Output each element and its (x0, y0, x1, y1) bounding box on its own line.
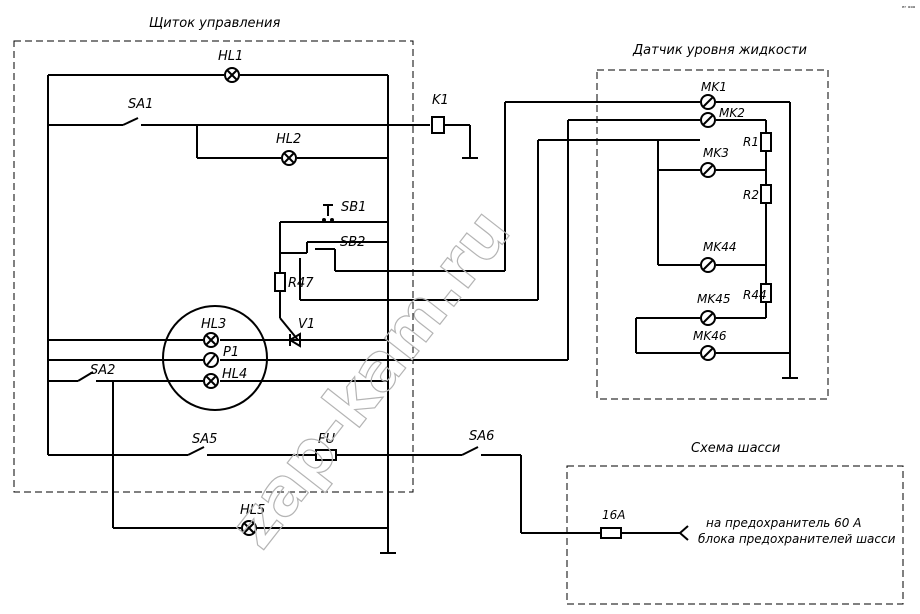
label-r44: R44 (743, 288, 767, 302)
label-sa1: SA1 (128, 97, 153, 112)
fuse-fu (315, 449, 337, 461)
chassis-box (566, 465, 904, 605)
lamp-hl5 (241, 520, 257, 536)
level-sensor-wiring (635, 101, 798, 379)
diode-v1 (288, 332, 301, 348)
label-hl4: HL4 (222, 367, 247, 382)
control-panel-box (13, 40, 414, 493)
label-mk3: MK3 (703, 146, 729, 160)
control-panel-title: Щиток управления (149, 16, 281, 31)
lamp-hl3 (203, 332, 219, 348)
resistor-r47 (274, 272, 286, 292)
lamp-hl2 (281, 150, 297, 166)
chassis-note-line2: блока предохранителей шасси (698, 532, 896, 546)
chassis-note-line1: на предохранитель 60 А (706, 516, 861, 530)
electrode-mk1 (700, 94, 716, 110)
chassis-title: Схема шасси (691, 441, 780, 456)
label-mk44: MK44 (703, 240, 737, 254)
label-16a: 16A (602, 508, 625, 522)
electrode-mk3 (700, 162, 716, 178)
label-sb1: SB1 (341, 200, 366, 215)
label-sa5: SA5 (192, 432, 217, 447)
label-k1: K1 (432, 93, 449, 108)
label-v1: V1 (298, 317, 315, 332)
relay-k1 (431, 116, 478, 159)
label-sa6: SA6 (469, 429, 494, 444)
label-mk2: MK2 (719, 106, 745, 120)
label-mk1: MK1 (701, 80, 727, 94)
corner-mark: ᵉʳ ᵒᵒᵒ (902, 5, 916, 12)
label-mk46: MK46 (693, 329, 727, 343)
electrode-mk2 (700, 112, 716, 128)
button-sb1 (322, 204, 334, 222)
label-r2: R2 (743, 188, 759, 202)
lamp-hl1 (224, 67, 240, 83)
electrode-mk45 (700, 310, 716, 326)
level-sensor-title: Датчик уровня жидкости (632, 43, 807, 58)
control-panel-wiring (47, 74, 680, 554)
lamp-hl4 (203, 373, 219, 389)
electrode-mk44 (700, 257, 716, 273)
label-p1: P1 (223, 345, 239, 360)
resistor-r2 (760, 184, 772, 204)
label-r47: R47 (288, 276, 314, 291)
chassis-connector (679, 525, 689, 541)
label-sa2: SA2 (90, 363, 115, 378)
instrument-circle (162, 305, 268, 411)
fuse-16a (600, 527, 622, 539)
label-hl3: HL3 (201, 317, 226, 332)
level-sensor-box (596, 69, 829, 400)
label-hl5: HL5 (240, 503, 265, 518)
label-hl1: HL1 (218, 49, 243, 64)
electrode-mk46 (700, 345, 716, 361)
label-r1: R1 (743, 135, 759, 149)
label-hl2: HL2 (276, 132, 301, 147)
resistor-r44 (760, 283, 772, 303)
resistor-r1 (760, 132, 772, 152)
label-mk45: MK45 (697, 292, 731, 306)
label-sb2: SB2 (340, 235, 365, 250)
sensor-cable (300, 101, 700, 360)
gauge-p1 (203, 352, 219, 368)
label-fu: FU (318, 432, 335, 447)
